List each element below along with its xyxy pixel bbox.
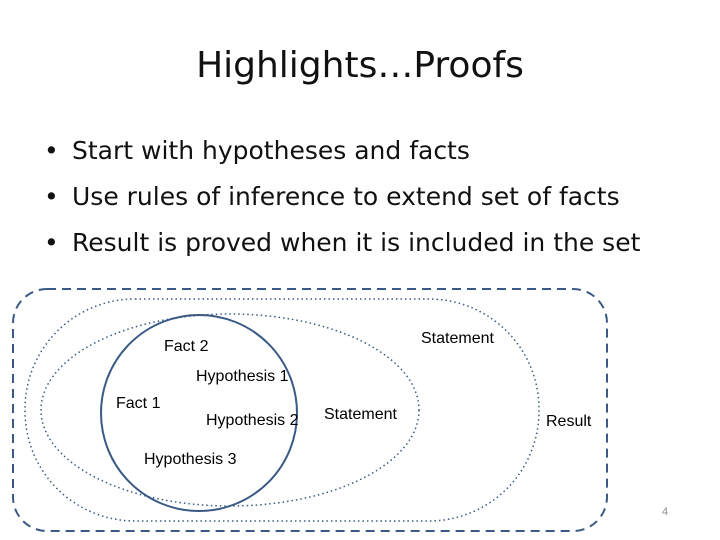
label-result: Result — [546, 413, 592, 430]
bullet-dot: • — [44, 136, 59, 165]
slide-title: Highlights…Proofs — [196, 45, 524, 86]
bullet-text: Start with hypotheses and facts — [72, 136, 470, 165]
outer-statement-set — [24, 298, 540, 522]
facts-circle — [100, 314, 298, 512]
label-fact-1: Fact 1 — [116, 395, 161, 412]
label-hypothesis-3: Hypothesis 3 — [144, 451, 237, 468]
label-hypothesis-2: Hypothesis 2 — [206, 412, 299, 429]
bullet-item: • Start with hypotheses and facts — [44, 128, 640, 174]
bullet-text: Result is proved when it is included in … — [72, 228, 641, 257]
bullet-item: • Use rules of inference to extend set o… — [44, 174, 640, 220]
slide-number: 4 — [662, 506, 669, 518]
label-hypothesis-1: Hypothesis 1 — [196, 368, 289, 385]
label-statement-outer: Statement — [421, 330, 494, 347]
bullet-text: Use rules of inference to extend set of … — [72, 182, 620, 211]
bullet-dot: • — [44, 228, 59, 257]
bullet-item: • Result is proved when it is included i… — [44, 220, 640, 266]
label-fact-2: Fact 2 — [164, 338, 209, 355]
result-set-boundary — [12, 288, 608, 532]
label-statement-inner: Statement — [324, 406, 397, 423]
bullet-list: • Start with hypotheses and facts • Use … — [44, 128, 640, 266]
bullet-dot: • — [44, 182, 59, 211]
